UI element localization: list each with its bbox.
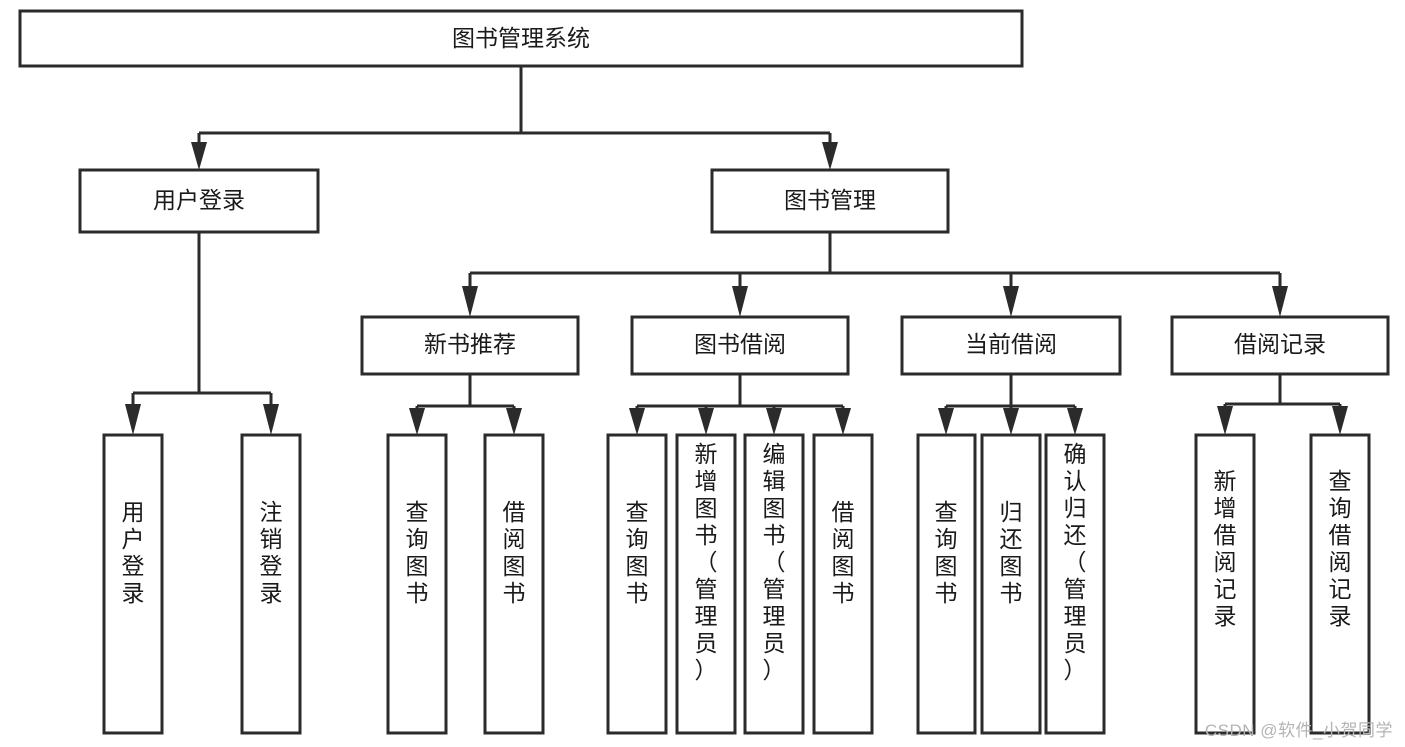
node-borrow-record[interactable]: 借阅记录 xyxy=(1170,315,1390,376)
node-leaf-borrow-book-2-label: 借阅图书 xyxy=(832,499,855,606)
node-leaf-logout[interactable]: 注销登录 xyxy=(240,433,302,735)
node-leaf-query-book-3[interactable]: 查询图书 xyxy=(916,433,977,735)
node-leaf-user-login[interactable]: 用户登录 xyxy=(102,433,164,735)
arrow-root-to-l2_2 xyxy=(822,142,838,170)
arrow-l3_1-to-leaf_3 xyxy=(409,408,425,435)
node-root[interactable]: 图书管理系统 xyxy=(18,9,1024,68)
node-current-borrow-label: 当前借阅 xyxy=(965,331,1057,357)
node-leaf-query-book-3-box[interactable] xyxy=(916,433,977,735)
node-leaf-return-book-label: 归还图书 xyxy=(1000,499,1023,606)
arrow-l3_2-to-leaf_8 xyxy=(835,408,851,435)
node-leaf-add-borrow-record[interactable]: 新增借阅记录 xyxy=(1194,433,1256,735)
arrow-l2_1-to-leaf_1 xyxy=(125,404,141,435)
node-leaf-user-login-label: 用户登录 xyxy=(122,499,145,606)
node-leaf-query-borrow-record[interactable]: 查询借阅记录 xyxy=(1309,433,1371,735)
node-leaf-query-book-1-label: 查询图书 xyxy=(406,499,429,606)
arrow-l3_3-to-leaf_10 xyxy=(1003,408,1019,435)
node-new-book-recommend[interactable]: 新书推荐 xyxy=(360,315,580,376)
arrow-root-to-l2_1 xyxy=(191,142,207,170)
node-leaf-borrow-book-1[interactable]: 借阅图书 xyxy=(483,433,545,735)
node-book-borrow-label: 图书借阅 xyxy=(694,331,786,357)
node-leaf-borrow-book-1-label: 借阅图书 xyxy=(503,499,526,606)
node-user-login[interactable]: 用户登录 xyxy=(78,168,320,234)
node-leaf-add-book-label: 新增图书（管理员） xyxy=(695,441,718,683)
node-leaf-query-book-1[interactable]: 查询图书 xyxy=(386,433,448,735)
arrow-l2_2-to-l3_1 xyxy=(462,286,478,317)
node-root-box[interactable] xyxy=(18,9,1024,68)
node-user-login-box[interactable] xyxy=(78,168,320,234)
arrow-l2_2-to-l3_2 xyxy=(732,286,748,317)
node-book-borrow-box[interactable] xyxy=(630,315,850,376)
node-leaf-edit-book-box[interactable] xyxy=(743,433,805,735)
node-leaf-borrow-book-1-box[interactable] xyxy=(483,433,545,735)
arrow-l3_2-to-leaf_6 xyxy=(698,408,714,435)
arrow-l3_3-to-leaf_9 xyxy=(938,408,954,435)
node-new-book-recommend-box[interactable] xyxy=(360,315,580,376)
node-layer: 图书管理系统 用户登录 图书管理 新书推荐 图书借阅 当前 xyxy=(18,9,1390,735)
connector-layer xyxy=(125,66,1348,435)
arrow-l2_2-to-l3_4 xyxy=(1272,286,1288,317)
node-book-borrow[interactable]: 图书借阅 xyxy=(630,315,850,376)
node-leaf-query-book-2[interactable]: 查询图书 xyxy=(606,433,668,735)
node-borrow-record-box[interactable] xyxy=(1170,315,1390,376)
node-new-book-recommend-label: 新书推荐 xyxy=(424,331,516,357)
node-book-management-label: 图书管理 xyxy=(784,187,876,213)
node-leaf-edit-book[interactable]: 编辑图书（管理员） xyxy=(743,433,805,735)
arrow-l3_4-to-leaf_12 xyxy=(1217,406,1233,435)
node-leaf-confirm-return-box[interactable] xyxy=(1044,433,1106,735)
node-leaf-logout-box[interactable] xyxy=(240,433,302,735)
node-leaf-confirm-return[interactable]: 确认归还（管理员） xyxy=(1044,433,1106,735)
node-leaf-add-borrow-record-box[interactable] xyxy=(1194,433,1256,735)
arrow-l3_4-to-leaf_13 xyxy=(1332,406,1348,435)
node-leaf-user-login-box[interactable] xyxy=(102,433,164,735)
node-leaf-query-book-1-box[interactable] xyxy=(386,433,448,735)
arrow-l2_1-to-leaf_2 xyxy=(263,404,279,435)
node-leaf-query-book-2-box[interactable] xyxy=(606,433,668,735)
node-book-management-box[interactable] xyxy=(710,168,950,234)
node-leaf-borrow-book-2-box[interactable] xyxy=(812,433,874,735)
node-leaf-borrow-book-2[interactable]: 借阅图书 xyxy=(812,433,874,735)
arrow-l2_2-to-l3_3 xyxy=(1003,286,1019,317)
node-leaf-edit-book-label: 编辑图书（管理员） xyxy=(763,441,786,683)
node-book-management[interactable]: 图书管理 xyxy=(710,168,950,234)
arrow-l3_1-to-leaf_4 xyxy=(506,408,522,435)
node-leaf-query-book-3-label: 查询图书 xyxy=(935,499,958,606)
node-root-label: 图书管理系统 xyxy=(452,25,590,51)
node-leaf-return-book[interactable]: 归还图书 xyxy=(980,433,1042,735)
node-leaf-logout-label: 注销登录 xyxy=(260,499,283,606)
node-leaf-query-book-2-label: 查询图书 xyxy=(626,499,649,606)
node-current-borrow-box[interactable] xyxy=(900,315,1122,376)
node-leaf-return-book-box[interactable] xyxy=(980,433,1042,735)
node-user-login-label: 用户登录 xyxy=(153,187,245,213)
node-leaf-add-book[interactable]: 新增图书（管理员） xyxy=(675,433,737,735)
node-leaf-query-borrow-record-box[interactable] xyxy=(1309,433,1371,735)
node-borrow-record-label: 借阅记录 xyxy=(1234,331,1326,357)
node-current-borrow[interactable]: 当前借阅 xyxy=(900,315,1122,376)
arrow-l3_2-to-leaf_5 xyxy=(629,408,645,435)
arrow-l3_3-to-leaf_11 xyxy=(1067,408,1083,435)
node-leaf-add-book-box[interactable] xyxy=(675,433,737,735)
arrow-l3_2-to-leaf_7 xyxy=(766,408,782,435)
node-leaf-query-borrow-record-label: 查询借阅记录 xyxy=(1329,468,1352,629)
node-leaf-add-borrow-record-label: 新增借阅记录 xyxy=(1214,468,1237,629)
node-leaf-confirm-return-label: 确认归还（管理员） xyxy=(1064,441,1087,683)
